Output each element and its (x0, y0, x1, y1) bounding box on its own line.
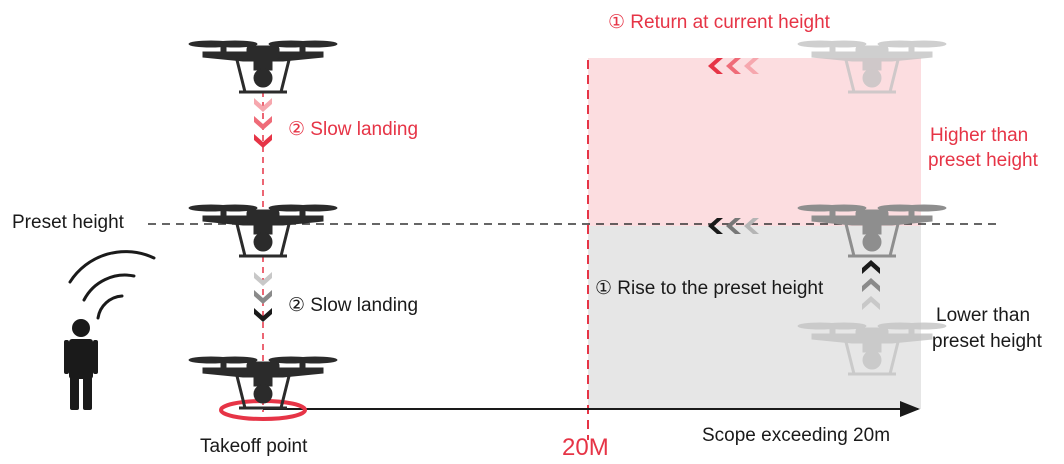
drone-icon (187, 355, 339, 410)
return-current-label: ① Return at current height (608, 12, 830, 33)
slow-landing-lower-label: ② Slow landing (288, 295, 419, 316)
slow-landing-upper-label: ② Slow landing (288, 119, 419, 140)
rise-preset-label: ① Rise to the preset height (595, 278, 824, 299)
higher-zone (588, 58, 921, 226)
drone-icon (187, 39, 339, 94)
lower-zone (588, 226, 921, 409)
lower-zone-label-2: preset height (932, 331, 1042, 352)
distance-marker-label: 20M (562, 434, 609, 461)
higher-zone-label-2: preset height (928, 150, 1038, 171)
lower-zone-label-1: Lower than (936, 305, 1031, 326)
takeoff-point-label: Takeoff point (200, 436, 308, 457)
higher-zone-label-1: Higher than (930, 125, 1029, 146)
preset-height-label: Preset height (12, 212, 124, 233)
scope-label: Scope exceeding 20m (702, 425, 891, 446)
drone-icon (187, 203, 339, 258)
person-icon (64, 319, 98, 410)
signal-waves-icon (68, 250, 156, 320)
